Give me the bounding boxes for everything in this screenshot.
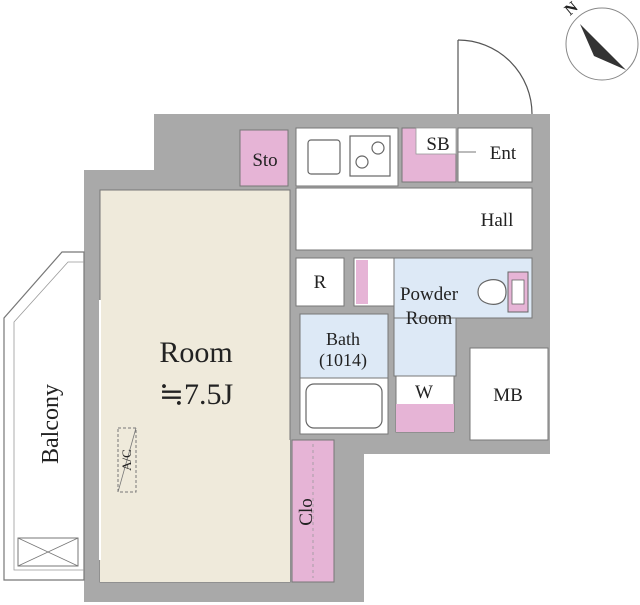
closet-label: Clo bbox=[296, 498, 317, 525]
burner-icon bbox=[355, 155, 369, 169]
powder-room-label-line2: Room bbox=[406, 308, 453, 329]
kitchen-sink bbox=[307, 139, 341, 175]
powder-room-lower bbox=[393, 317, 457, 377]
main-room-floor-lower bbox=[100, 440, 290, 582]
toilet-icon bbox=[477, 271, 529, 313]
stove-top bbox=[349, 135, 391, 177]
entrance-label: Ent bbox=[490, 143, 517, 164]
shoe-box-inner bbox=[415, 127, 457, 155]
refrigerator-label: R bbox=[314, 272, 327, 293]
air-conditioner-diagonal bbox=[117, 427, 137, 493]
compass: N bbox=[562, 0, 639, 81]
balcony-label: Balcony bbox=[38, 384, 64, 464]
main-room-label-line2: ≒7.5J bbox=[159, 378, 234, 411]
entry-door-icon bbox=[457, 39, 533, 115]
washer-label: W bbox=[415, 382, 433, 403]
powder-room-label-line1: Powder bbox=[400, 284, 459, 305]
washer-pan bbox=[396, 404, 454, 432]
vanity-pink bbox=[356, 260, 368, 304]
compass-arrow-icon bbox=[580, 24, 626, 70]
balcony bbox=[3, 251, 85, 581]
shoe-box-label: SB bbox=[426, 134, 449, 155]
hall-floor bbox=[295, 187, 533, 251]
refrigerator-space bbox=[295, 257, 345, 307]
storage-label: Sto bbox=[252, 150, 277, 171]
bathtub-basin bbox=[305, 383, 383, 429]
room-labels: Sto SB Ent Hall R Powder Room Bath (1014… bbox=[38, 134, 523, 526]
air-conditioner-box bbox=[117, 427, 137, 493]
main-room-label-line1: Room bbox=[159, 336, 232, 369]
bath-label-line1: Bath bbox=[326, 329, 360, 349]
burner-icon bbox=[371, 141, 385, 155]
meter-box-label: MB bbox=[493, 385, 523, 406]
air-conditioner-label: A/C bbox=[119, 449, 134, 471]
entrance-floor bbox=[457, 127, 533, 183]
storage-closet[interactable] bbox=[239, 129, 289, 187]
hall-label: Hall bbox=[481, 210, 514, 231]
bathroom-floor bbox=[299, 313, 389, 379]
bath-label-line2: (1014) bbox=[319, 350, 367, 371]
meter-box bbox=[469, 347, 549, 441]
